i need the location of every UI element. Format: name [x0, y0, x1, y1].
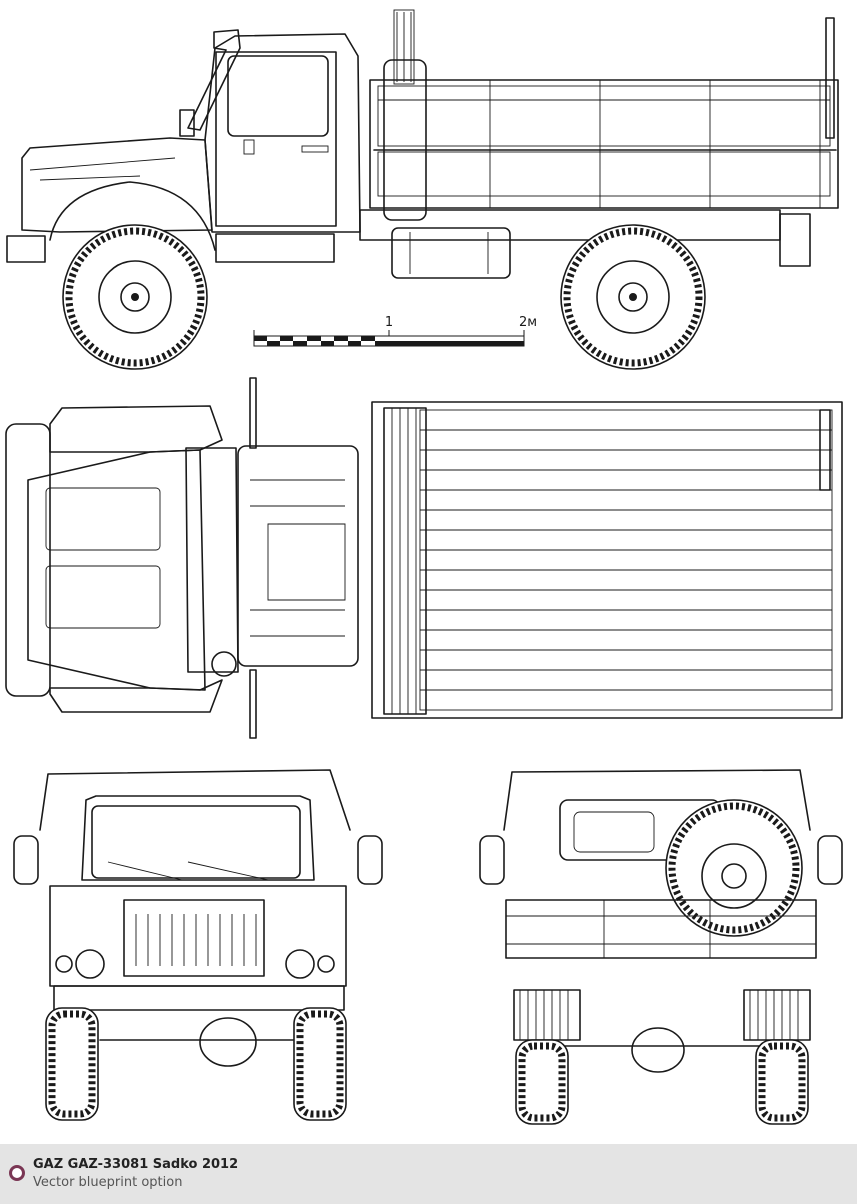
scale-mark-2: 2м [519, 315, 537, 330]
scale-mark-1: 1 [385, 315, 393, 330]
top-view [5, 377, 843, 739]
blueprint-drawing: 1 2м [5, 9, 843, 1125]
blueprint-subtitle: Vector blueprint option [33, 1175, 183, 1190]
circle-bullet-icon [9, 1165, 25, 1181]
blueprint-title: GAZ GAZ-33081 Sadko 2012 [33, 1157, 239, 1172]
caption-bar: GAZ GAZ-33081 Sadko 2012 Vector blueprin… [0, 1144, 857, 1204]
side-view [6, 9, 839, 370]
scale-bar: 1 2м [253, 315, 537, 347]
front-view [13, 769, 383, 1121]
rear-view [479, 769, 843, 1125]
